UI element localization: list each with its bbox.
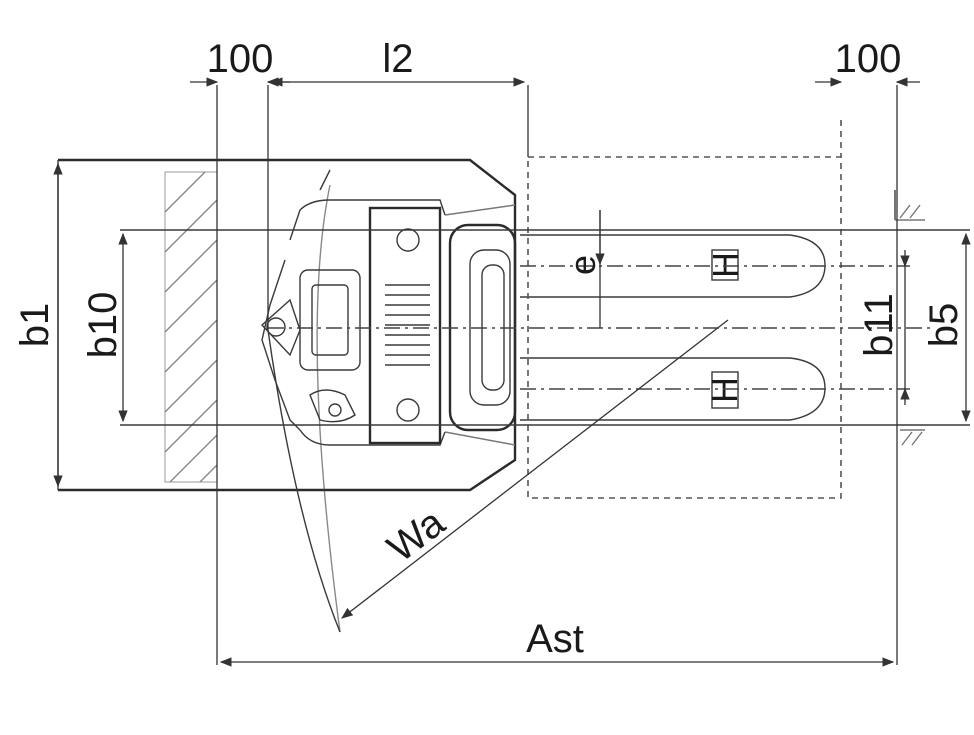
- dim-100-right: 100: [815, 37, 920, 87]
- forks: H H: [520, 234, 826, 421]
- truck-chassis: [260, 169, 517, 446]
- label-b1: b1: [13, 303, 57, 348]
- dim-b1: b1: [13, 162, 63, 488]
- label-wa: Wa: [380, 500, 454, 571]
- extension-lines: [216, 85, 898, 665]
- label-e: e: [562, 255, 603, 275]
- label-b10: b10: [81, 292, 125, 359]
- label-100-left: 100: [207, 37, 274, 81]
- label-100-right: 100: [835, 37, 902, 81]
- dim-b10: b10: [81, 232, 128, 423]
- svg-text:H: H: [705, 252, 746, 278]
- dim-wa: Wa: [267, 184, 729, 633]
- wall-hatch: [164, 171, 218, 483]
- pallet-outline: [527, 120, 842, 499]
- label-ast: Ast: [526, 617, 584, 661]
- dim-ast: Ast: [219, 617, 895, 667]
- label-b5: b5: [922, 303, 966, 348]
- center-lines: [268, 265, 930, 390]
- label-b11: b11: [857, 293, 901, 357]
- dim-e: e: [562, 210, 605, 275]
- dim-b11: b11: [857, 250, 910, 405]
- svg-text:H: H: [704, 377, 745, 403]
- rack-outline: [120, 190, 970, 446]
- dim-b5: b5: [922, 232, 971, 423]
- dim-l2: l2: [270, 37, 526, 87]
- label-l2: l2: [382, 37, 413, 81]
- dim-100-left: 100: [190, 37, 290, 87]
- battery-grille: [385, 284, 430, 366]
